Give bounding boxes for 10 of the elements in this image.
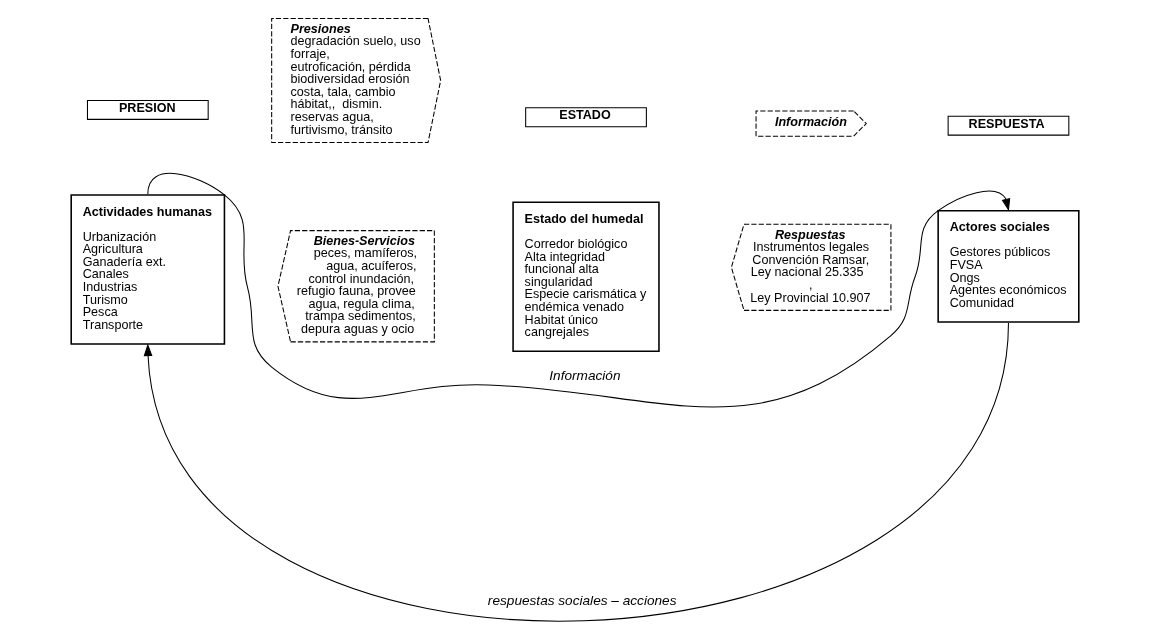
node-box: Actividades humanas Urbanización Agricultura Ganadería ext. Canales Industrias Turismo Pesca Transporte bbox=[70, 194, 226, 345]
edge-label: Información bbox=[549, 368, 621, 384]
node-box: ESTADO bbox=[525, 107, 647, 128]
node-box: Estado del humedal Corredor biológico Alta integridad funcional alta singularidad Especie carismática y endémica venado Habitat único cangrejales bbox=[512, 201, 660, 353]
node-box: RESPUESTA bbox=[947, 115, 1070, 136]
arrow bbox=[143, 322, 1009, 622]
node-box: PRESION bbox=[86, 99, 209, 120]
node-box: Actores sociales Gestores públicos FVSA Ongs Agentes económicos Comunidad bbox=[937, 209, 1080, 323]
edge-label: respuestas sociales – acciones bbox=[487, 592, 677, 608]
arrow bbox=[147, 172, 1011, 408]
